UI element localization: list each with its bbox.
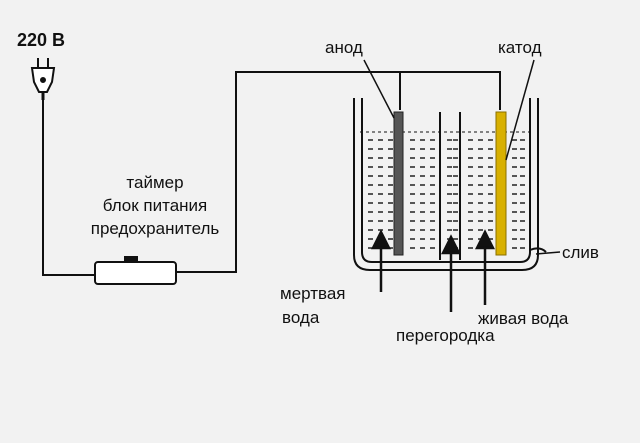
drain-outlet — [529, 247, 547, 253]
voltage-label: 220 В — [17, 30, 66, 50]
power-unit — [94, 256, 177, 285]
dead-water-label-2: вода — [282, 308, 320, 327]
unit-label-fuse: предохранитель — [90, 219, 220, 238]
cathode-pointer — [505, 59, 535, 161]
wiring — [42, 71, 501, 276]
unit-label-timer: таймер — [126, 173, 184, 192]
cathode-label: катод — [498, 38, 542, 57]
arrow-up-icon — [474, 229, 496, 305]
dead-water-label-1: мертвая — [280, 284, 346, 303]
anode-label: анод — [325, 38, 363, 57]
arrow-up-icon — [370, 229, 392, 292]
anode-electrode — [393, 111, 404, 256]
arrow-up-icon — [440, 234, 462, 312]
partition-label: перегородка — [396, 326, 495, 345]
unit-label-power: блок питания — [102, 196, 208, 215]
water — [368, 139, 525, 249]
drain-pointer — [535, 251, 561, 255]
container — [353, 98, 539, 271]
live-water-label: живая вода — [478, 309, 569, 328]
cathode-electrode — [495, 111, 507, 256]
anode-pointer — [363, 59, 395, 119]
plug-icon — [30, 58, 56, 100]
partition — [439, 112, 461, 260]
drain-label: слив — [562, 243, 599, 262]
